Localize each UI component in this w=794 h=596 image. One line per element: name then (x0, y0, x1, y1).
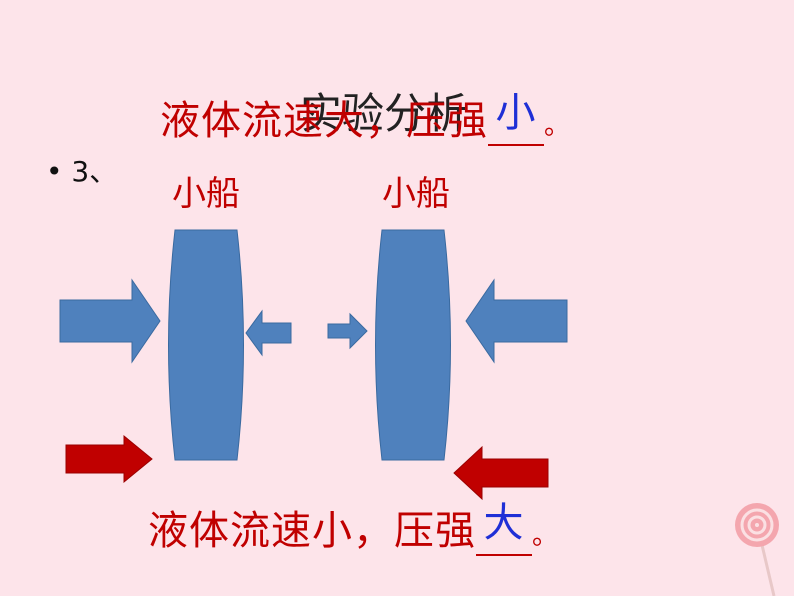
statement-bottom-suffix: 。 (532, 521, 560, 551)
statement-top-blank: 小 (488, 90, 544, 146)
boat-label-right: 小船 (382, 174, 450, 214)
statement-top-suffix: 。 (544, 111, 572, 141)
statement-bottom-answer: 大 (483, 500, 525, 546)
statement-bottom-blank: 大 (476, 500, 532, 556)
arrow-red-left (453, 445, 549, 501)
statement-bottom-prefix: 液体流速小，压强 (148, 508, 476, 554)
boat-left (168, 229, 244, 461)
arrow-red-right (65, 434, 153, 484)
bullet-number: • 3、 (46, 155, 118, 188)
lollipop-icon (735, 503, 779, 596)
boat-label-left: 小船 (172, 174, 240, 214)
statement-bottom: 液体流速小，压强大。 (148, 498, 559, 556)
arrow-blue-small-right (327, 312, 368, 350)
arrow-blue-large-left (465, 278, 568, 364)
statement-top-answer: 小 (495, 90, 537, 136)
arrow-blue-large-right (59, 278, 161, 364)
slide-title: 实验分析 (300, 89, 469, 138)
statement-top: 液体流速大，压强小。 (160, 88, 571, 146)
arrow-blue-small-left (245, 309, 292, 357)
statement-top-prefix: 液体流速大，压强 (160, 98, 488, 144)
boat-right (375, 229, 451, 461)
